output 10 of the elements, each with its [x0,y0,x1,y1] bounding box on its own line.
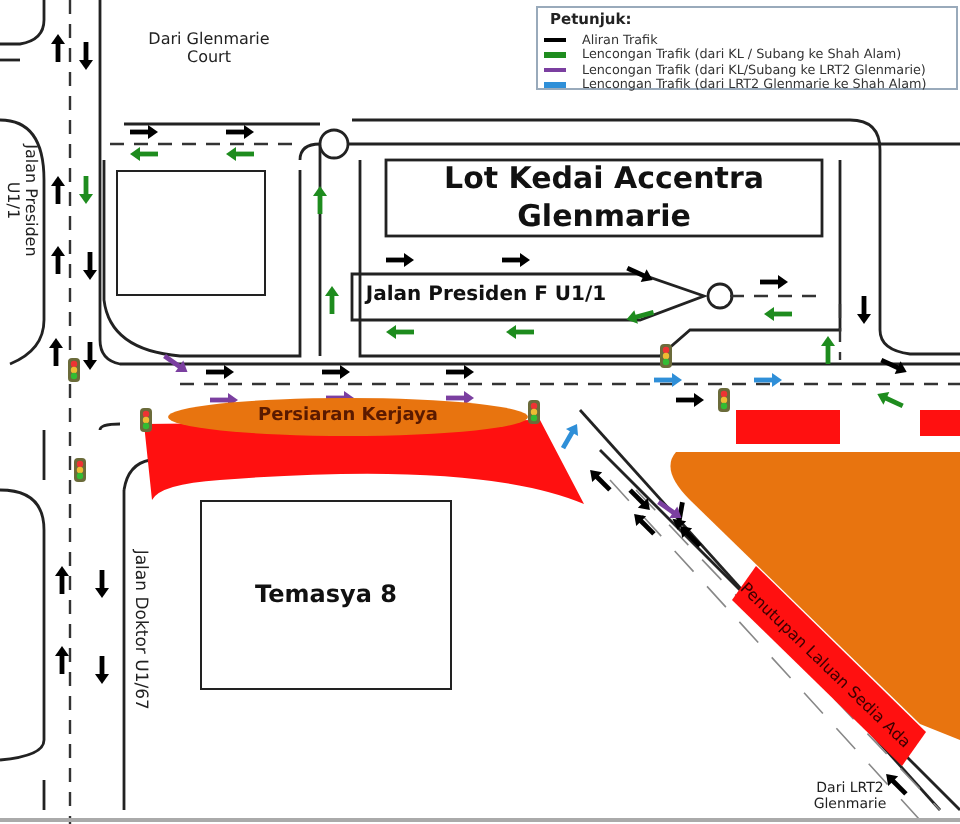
building-block [200,500,452,690]
place-name: Persiaran Kerjaya [258,405,438,429]
street-name: Jalan Presiden U1/1 [3,141,41,261]
building-block [116,170,266,296]
street-name: Jalan Doktor U1/67 [128,547,148,714]
road-band [168,398,528,436]
place-name: Jalan Presiden F U1/1 [365,284,607,310]
road-label: Dari Glenmarie Court [146,30,272,67]
place-name: Temasya 8 [255,580,397,610]
place-name: Lot Kedai Accentra Glenmarie [442,160,766,236]
